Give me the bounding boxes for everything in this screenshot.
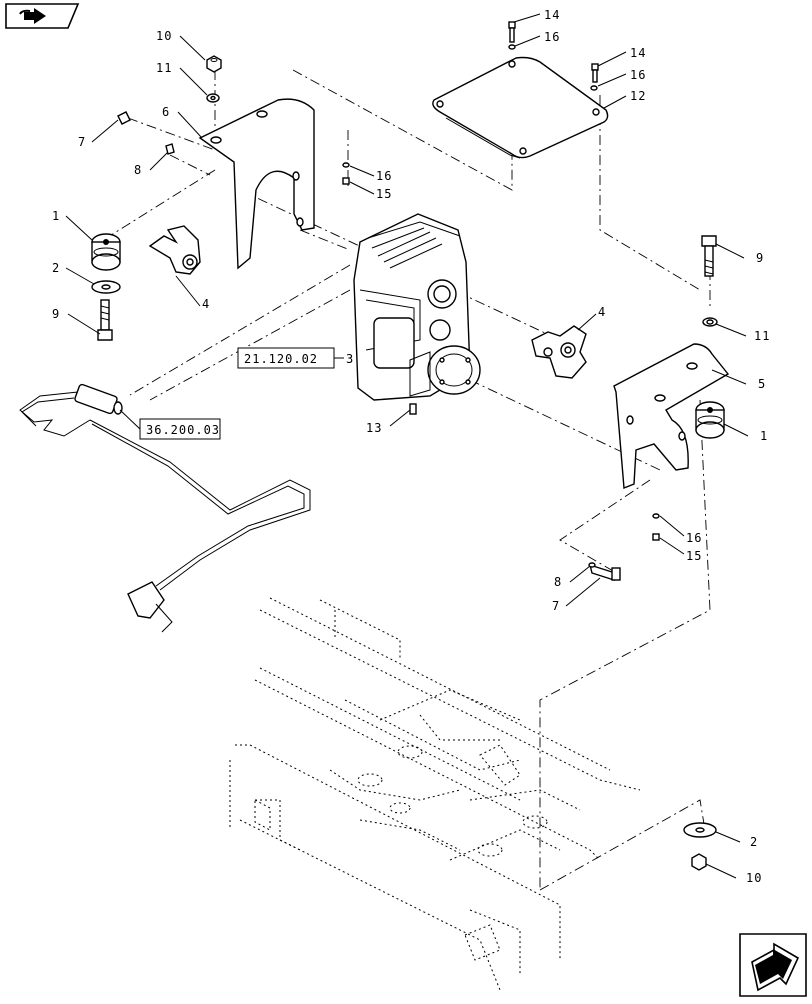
callout-8-bottom: 8 xyxy=(554,565,591,589)
bolt-14-a xyxy=(508,21,516,43)
callout-9-left: 9 xyxy=(52,307,101,335)
callout-2-right: 2 xyxy=(715,831,758,849)
callout-10-top: 10 xyxy=(156,29,206,61)
svg-text:11: 11 xyxy=(156,61,172,75)
callout-7-bottom: 7 xyxy=(552,577,601,613)
yoke-right xyxy=(531,325,587,379)
washer-11-right xyxy=(702,317,718,327)
chassis-frame xyxy=(229,597,641,991)
svg-text:9: 9 xyxy=(52,307,60,321)
reference-box-36-200-03[interactable]: 36.200.03 xyxy=(119,409,221,440)
callout-1-right: 1 xyxy=(723,423,768,443)
svg-text:2: 2 xyxy=(52,261,60,275)
callout-7-top: 7 xyxy=(78,119,119,149)
svg-text:15: 15 xyxy=(376,187,392,201)
callout-15-a: 15 xyxy=(349,181,392,201)
bolt-13 xyxy=(409,403,417,415)
reference-box-21-120-02[interactable]: 21.120.02 xyxy=(237,347,344,369)
bolt-7-top xyxy=(117,111,131,125)
bolt-9-left xyxy=(97,299,113,341)
assembly-center-lines xyxy=(99,69,711,891)
callout-1-left: 1 xyxy=(52,209,93,241)
svg-text:15: 15 xyxy=(686,549,702,563)
washer-2-left xyxy=(91,280,121,294)
callout-16-c: 16 xyxy=(349,165,392,183)
callout-2-left: 2 xyxy=(52,261,95,285)
reference-text: 36.200.03 xyxy=(146,423,220,437)
bolt-14-b xyxy=(591,63,599,83)
svg-text:5: 5 xyxy=(758,377,766,391)
svg-text:13: 13 xyxy=(366,421,382,435)
small-hardware xyxy=(165,44,660,568)
svg-text:16: 16 xyxy=(630,68,646,82)
callout-16-a: 16 xyxy=(514,30,560,47)
svg-text:14: 14 xyxy=(630,46,646,60)
callout-9-right: 9 xyxy=(715,243,764,265)
callout-14-a: 14 xyxy=(513,8,560,23)
svg-text:10: 10 xyxy=(746,871,762,885)
svg-text:2: 2 xyxy=(750,835,758,849)
svg-text:8: 8 xyxy=(134,163,142,177)
yoke-left xyxy=(148,225,201,275)
svg-text:1: 1 xyxy=(52,209,60,223)
mounting-bracket-left xyxy=(198,98,315,270)
callout-3: 3 xyxy=(346,352,354,366)
callout-13: 13 xyxy=(366,409,411,435)
bolt-9-right xyxy=(701,235,717,277)
svg-text:7: 7 xyxy=(78,135,86,149)
reference-text: 21.120.02 xyxy=(244,352,318,366)
speed-sensor-harness xyxy=(19,383,311,633)
svg-text:4: 4 xyxy=(598,305,606,319)
mounting-bracket-right xyxy=(613,343,730,490)
svg-text:16: 16 xyxy=(544,30,560,44)
svg-text:16: 16 xyxy=(686,531,702,545)
callout-11-top: 11 xyxy=(156,61,208,96)
callout-5: 5 xyxy=(711,369,766,391)
callout-12: 12 xyxy=(603,89,646,109)
callout-8-top: 8 xyxy=(134,151,169,177)
svg-text:10: 10 xyxy=(156,29,172,43)
svg-text:14: 14 xyxy=(544,8,560,22)
callout-6: 6 xyxy=(162,105,203,139)
svg-text:3: 3 xyxy=(346,352,354,366)
nut-10-bottom xyxy=(691,853,707,871)
svg-text:6: 6 xyxy=(162,105,170,119)
svg-text:16: 16 xyxy=(376,169,392,183)
washer-11-left xyxy=(206,93,220,103)
callout-16-d: 16 xyxy=(659,515,702,545)
callout-4-left: 4 xyxy=(175,275,210,311)
cover-plate xyxy=(432,56,609,159)
callout-10-bottom: 10 xyxy=(705,863,762,885)
svg-text:1: 1 xyxy=(760,429,768,443)
callout-16-b: 16 xyxy=(597,68,646,87)
svg-text:11: 11 xyxy=(754,329,770,343)
svg-text:8: 8 xyxy=(554,575,562,589)
callout-14-b: 14 xyxy=(597,46,646,67)
callout-15-b: 15 xyxy=(659,537,702,563)
nut-10-top xyxy=(206,55,222,73)
svg-text:9: 9 xyxy=(756,251,764,265)
svg-text:4: 4 xyxy=(202,297,210,311)
next-page-arrow-icon[interactable] xyxy=(739,933,807,997)
rubber-mount-left xyxy=(91,233,121,271)
gearbox-assembly xyxy=(353,213,481,401)
washer-2-right xyxy=(683,822,717,838)
bolt-7-bottom xyxy=(589,563,621,582)
svg-text:7: 7 xyxy=(552,599,560,613)
callout-11-right: 11 xyxy=(715,323,770,343)
book-arrow-icon[interactable] xyxy=(5,3,80,29)
rubber-mount-right xyxy=(695,401,725,439)
callout-4-right: 4 xyxy=(577,305,606,331)
svg-text:12: 12 xyxy=(630,89,646,103)
